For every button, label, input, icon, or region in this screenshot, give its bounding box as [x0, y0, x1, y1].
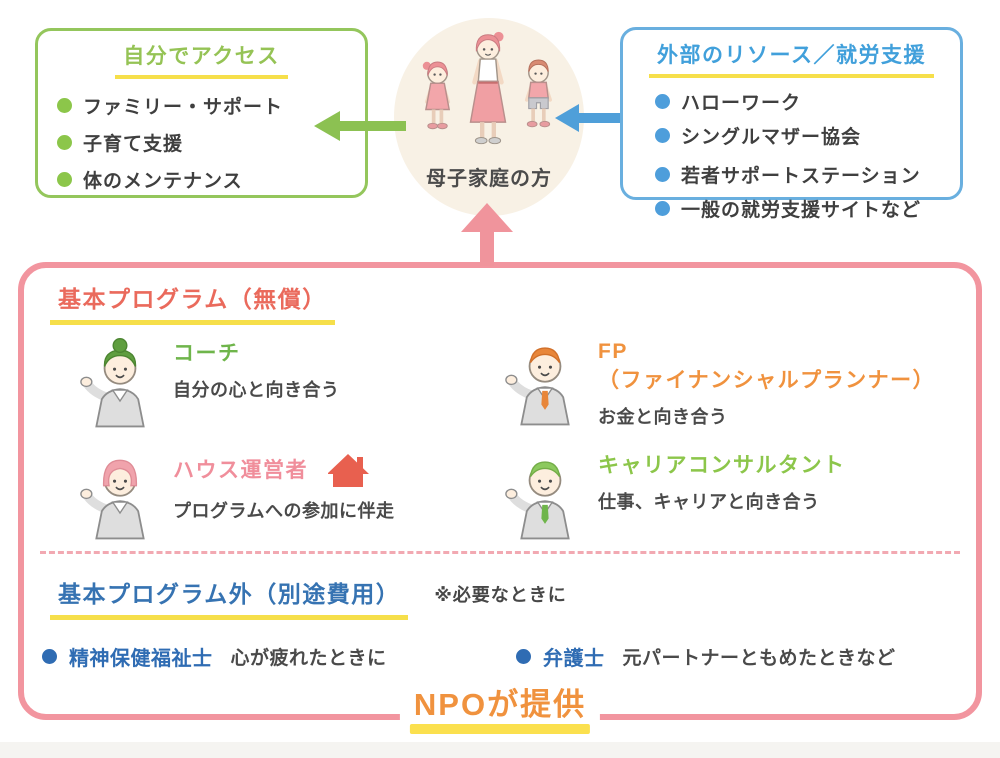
external-resources-title: 外部のリソース／就労支援	[623, 39, 960, 78]
bullet-dot-icon	[42, 649, 57, 664]
list-item: シングルマザー協会	[655, 122, 960, 149]
fp-name-line2: （ファイナンシャルプランナー）	[598, 369, 936, 392]
house-icon	[328, 454, 369, 487]
bullet-dot-icon	[57, 135, 72, 150]
program-divider	[40, 551, 960, 554]
list-item: 子育て支援	[57, 129, 365, 156]
mother-child-circle: 母子家庭の方	[394, 18, 584, 216]
extra-program-header: 基本プログラム外（別途費用） ※必要なときに	[50, 575, 567, 620]
bullet-dot-icon	[655, 167, 670, 182]
external-resources-box: 外部のリソース／就労支援 ハローワーク シングルマザー協会 若者サポートステーシ…	[620, 27, 963, 221]
extra-program-title: 基本プログラム外（別途費用）	[50, 575, 409, 620]
mother-child-label: 母子家庭の方	[426, 168, 552, 190]
list-item: 一般の就労支援サイトなど	[655, 195, 960, 222]
mental-health-worker-name: 精神保健福祉士	[69, 648, 213, 670]
coach-avatar	[80, 338, 145, 428]
arrow-left-from-external-icon	[555, 104, 579, 132]
arrow-up-from-npo-shaft	[480, 229, 494, 266]
lawyer-desc: 元パートナーともめたときなど	[622, 648, 896, 669]
basic-program-title-text: 基本プログラム（無償）	[50, 280, 335, 325]
arrow-left-from-external-shaft	[577, 113, 620, 123]
list-item: 体のメンテナンス	[57, 166, 365, 193]
npo-provider-label: NPOが提供	[399, 686, 601, 734]
external-resources-list: ハローワーク シングルマザー協会 若者サポートステーション 一般の就労支援サイト…	[623, 88, 960, 222]
npo-provider-text: NPOが提供	[413, 687, 587, 722]
bullet-dot-icon	[655, 128, 670, 143]
list-item-label: ファミリー・サポート	[83, 97, 284, 118]
external-resources-title-text: 外部のリソース／就労支援	[649, 39, 934, 78]
career-consultant-role: キャリアコンサルタント 仕事、キャリアと向き合う	[505, 443, 846, 543]
coach-role: コーチ 自分の心と向き合う	[80, 331, 340, 431]
basic-program-title: 基本プログラム（無償）	[50, 280, 335, 325]
house-manager-avatar	[80, 459, 145, 540]
self-access-title: 自分でアクセス	[38, 40, 365, 79]
list-item-label: 一般の就労支援サイトなど	[681, 200, 922, 221]
list-item: 若者サポートステーション	[655, 161, 960, 188]
npo-program-box	[18, 262, 982, 720]
house-manager-role: ハウス運営者 プログラムへの参加に伴走	[80, 443, 394, 543]
bullet-dot-icon	[516, 649, 531, 664]
mental-health-worker-item: 精神保健福祉士 心が疲れたときに	[42, 642, 387, 671]
coach-desc: 自分の心と向き合う	[173, 380, 340, 400]
list-item-label: シングルマザー協会	[681, 127, 862, 148]
list-item-label: 子育て支援	[83, 134, 184, 155]
lawyer-item: 弁護士 元パートナーともめたときなど	[516, 642, 896, 671]
career-consultant-name: キャリアコンサルタント	[598, 454, 846, 477]
extra-program-note: ※必要なときに	[434, 584, 567, 605]
fp-name-line1: FP	[598, 340, 628, 363]
bullet-dot-icon	[655, 201, 670, 216]
list-item-label: ハローワーク	[681, 93, 802, 114]
coach-name: コーチ	[173, 342, 241, 365]
fp-role: FP （ファイナンシャルプランナー） お金と向き合う	[505, 329, 935, 429]
arrow-up-from-npo-icon	[461, 203, 513, 232]
arrow-left-to-self-access-icon	[314, 111, 340, 141]
house-manager-name: ハウス運営者	[173, 458, 308, 482]
house-manager-desc: プログラムへの参加に伴走	[173, 501, 395, 521]
bullet-dot-icon	[57, 172, 72, 187]
npo-underline	[409, 724, 591, 734]
family-illustration-icon	[422, 31, 552, 145]
list-item: ハローワーク	[655, 88, 960, 115]
fp-avatar	[505, 347, 570, 426]
career-consultant-desc: 仕事、キャリアと向き合う	[598, 492, 820, 512]
fp-desc: お金と向き合う	[598, 407, 728, 427]
arrow-left-to-self-access-shaft	[337, 121, 406, 131]
bullet-dot-icon	[655, 94, 670, 109]
self-access-box: 自分でアクセス ファミリー・サポート 子育て支援 体のメンテナンス	[35, 28, 368, 198]
career-consultant-avatar	[505, 461, 570, 540]
bullet-dot-icon	[57, 98, 72, 113]
list-item: ファミリー・サポート	[57, 92, 365, 119]
list-item-label: 体のメンテナンス	[83, 171, 243, 192]
list-item-label: 若者サポートステーション	[681, 166, 921, 187]
mental-health-worker-desc: 心が疲れたときに	[230, 648, 387, 669]
lawyer-name: 弁護士	[543, 648, 605, 670]
self-access-list: ファミリー・サポート 子育て支援 体のメンテナンス	[38, 92, 365, 193]
self-access-title-text: 自分でアクセス	[115, 40, 288, 79]
page-background-strip	[0, 742, 1000, 758]
